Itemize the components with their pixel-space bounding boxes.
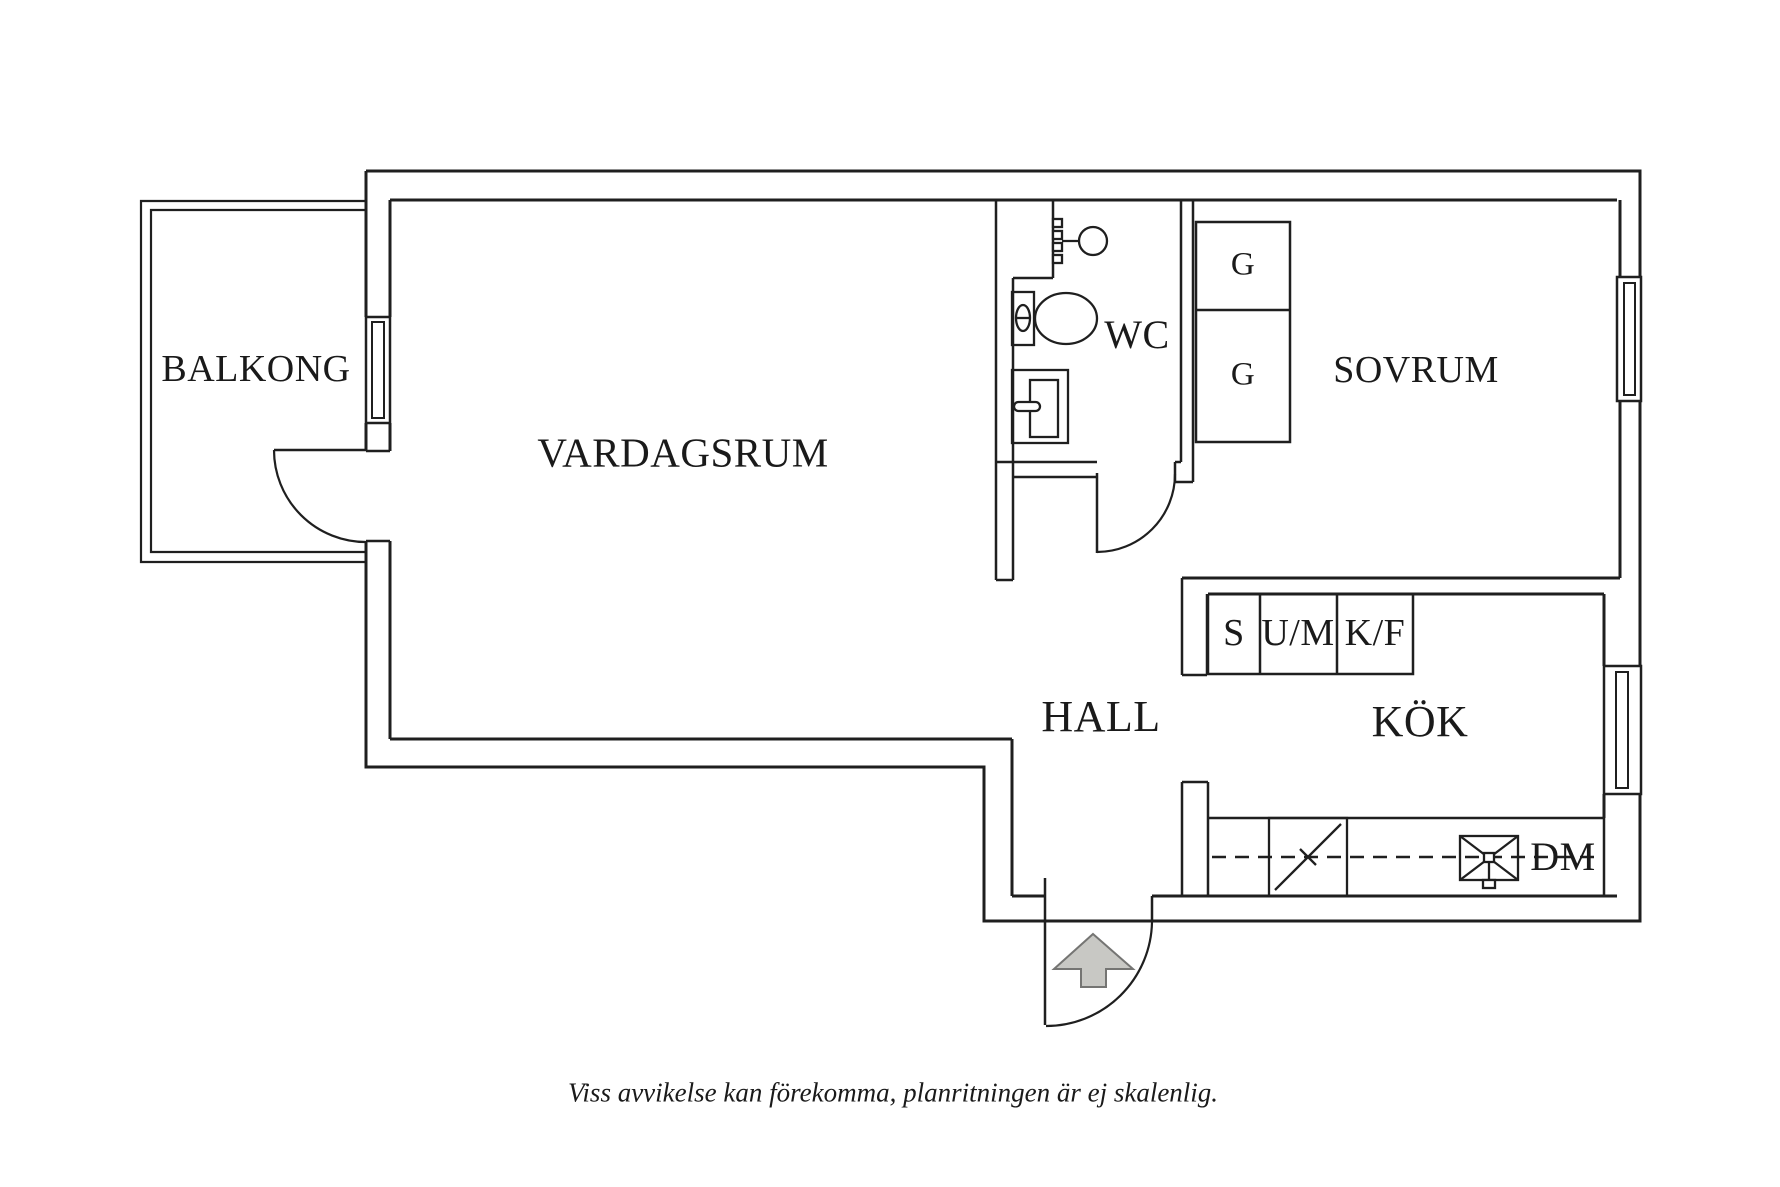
entrance-door-swing-icon (1043, 896, 1154, 1028)
cabinet-label-kf: K/F (1344, 612, 1406, 654)
kitchen-counter (1208, 816, 1606, 898)
room-label-sovrum: SOVRUM (1333, 349, 1499, 391)
partition-walls (994, 200, 1210, 896)
disclaimer-text: Viss avvikelse kan förekomma, planritnin… (567, 1077, 1219, 1108)
kitchen-cabinet-boxes (1206, 594, 1415, 676)
cabinet-label-s: S (1223, 612, 1245, 654)
balcony-door-swing-icon (272, 448, 367, 544)
bedroom-window-icon (1615, 275, 1643, 403)
shower-faucet-icon (1051, 217, 1109, 265)
toilet-icon (1010, 290, 1099, 347)
kitchen-sink-icon (1458, 834, 1520, 890)
room-label-kok: KÖK (1371, 697, 1469, 746)
outer-walls (364, 169, 1642, 923)
appliance-label-dm: DM (1530, 834, 1596, 879)
kitchen-window-icon (1602, 664, 1643, 796)
balcony-window-icon (364, 315, 392, 425)
room-label-hall: HALL (1041, 692, 1161, 741)
room-label-vardagsrum: VARDAGSRUM (537, 429, 829, 476)
cabinet-label-um: U/M (1261, 612, 1335, 654)
room-label-balkong: BALKONG (161, 348, 351, 390)
balcony-walls (139, 199, 366, 564)
washbasin-icon (1010, 368, 1070, 445)
wardrobe-label-2: G (1230, 356, 1256, 393)
stove-icon (1267, 816, 1349, 898)
wardrobe-boxes (1194, 220, 1292, 444)
wardrobe-label-1: G (1230, 246, 1256, 283)
entrance-arrow-icon (1051, 932, 1136, 988)
windows (364, 275, 1643, 796)
inner-walls (366, 198, 1622, 921)
room-label-wc: WC (1104, 312, 1170, 357)
wc-door-swing-icon (1095, 473, 1177, 554)
